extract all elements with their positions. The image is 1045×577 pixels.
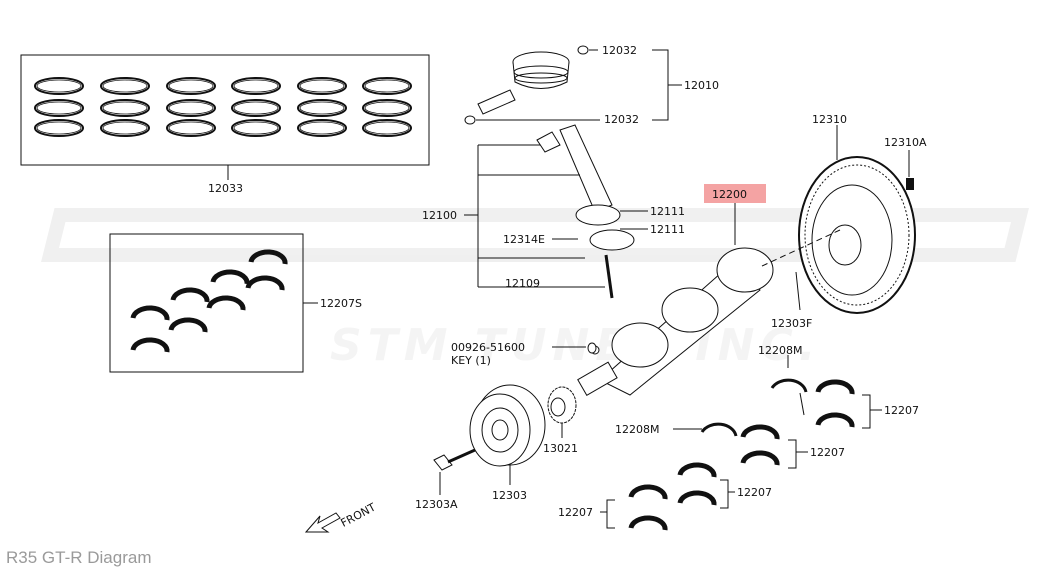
- piston-ring-set: 12033: [20, 54, 430, 195]
- bearing-shell: [130, 305, 170, 321]
- bearing-shell: [210, 269, 250, 285]
- bearing-shell: [130, 337, 170, 353]
- piston-ring: [297, 77, 347, 95]
- crankshaft-callout: 12200: [704, 184, 766, 245]
- label-12207-c: 12207: [737, 486, 772, 499]
- label-12207-b: 12207: [810, 446, 845, 459]
- piston-ring: [100, 119, 150, 137]
- connecting-rod: 12100 12111 12111 12314E 12109: [422, 124, 685, 299]
- piston-ring-inner: [299, 121, 345, 135]
- piston-ring: [362, 77, 412, 95]
- piston-ring-inner: [233, 101, 279, 115]
- piston-ring: [34, 99, 84, 117]
- piston-assembly: 12032 12032 12010: [464, 44, 719, 126]
- label-12109: 12109: [505, 277, 540, 290]
- label-12111-b: 12111: [650, 223, 685, 236]
- label-12111-a: 12111: [650, 205, 685, 218]
- key-callout: 00926-51600 KEY (1): [451, 341, 597, 367]
- piston-ring: [34, 77, 84, 95]
- piston-ring: [34, 119, 84, 137]
- bearing-shell: [677, 490, 717, 506]
- piston-ring: [297, 99, 347, 117]
- label-12207-a: 12207: [884, 404, 919, 417]
- bearing-shell: [168, 317, 208, 333]
- piston-ring-inner: [36, 121, 82, 135]
- piston-ring-inner: [168, 101, 214, 115]
- label-12208m-a: 12208M: [758, 344, 802, 357]
- piston-ring-inner: [168, 79, 214, 93]
- label-12310a: 12310A: [884, 136, 927, 149]
- piston-ring: [297, 119, 347, 137]
- label-12010: 12010: [684, 79, 719, 92]
- label-key: KEY (1): [451, 354, 491, 367]
- main-bearing-set: 12207S: [109, 233, 362, 373]
- label-12032-bottom: 12032: [604, 113, 639, 126]
- bearing-shell: [248, 249, 288, 265]
- front-arrow: FRONT: [304, 501, 379, 533]
- piston-ring-inner: [364, 101, 410, 115]
- piston-ring-inner: [364, 79, 410, 93]
- piston-ring: [362, 119, 412, 137]
- bearing-shell: [815, 379, 855, 395]
- bearing-shell: [206, 295, 246, 311]
- piston-ring-inner: [233, 79, 279, 93]
- label-12207s: 12207S: [320, 297, 362, 310]
- bearing-shell: [628, 515, 668, 531]
- piston-ring: [100, 77, 150, 95]
- label-12314e: 12314E: [503, 233, 545, 246]
- piston-ring-inner: [36, 101, 82, 115]
- label-12303f: 12303F: [771, 317, 812, 330]
- bearing-shell: [815, 412, 855, 428]
- piston-ring: [100, 99, 150, 117]
- label-12208m-b: 12208M: [615, 423, 659, 436]
- piston-ring-inner: [364, 121, 410, 135]
- label-12310: 12310: [812, 113, 847, 126]
- bearing-shell: [170, 287, 210, 303]
- crank-pulley: 12303: [469, 384, 546, 502]
- bearing-shell: [628, 484, 668, 500]
- bearing-shell: [740, 450, 780, 466]
- piston-ring-inner: [102, 121, 148, 135]
- bearing-shell: [677, 462, 717, 478]
- label-12200: 12200: [712, 188, 747, 201]
- label-12207-d: 12207: [558, 506, 593, 519]
- watermark-text: STM TUNED INC.: [330, 320, 821, 371]
- sprocket: 13021: [543, 386, 578, 455]
- label-13021: 13021: [543, 442, 578, 455]
- flywheel: 12310 12310A 12303F: [761, 113, 927, 330]
- label-front: FRONT: [339, 501, 379, 530]
- piston-ring-inner: [168, 121, 214, 135]
- crankshaft: [577, 247, 774, 396]
- piston-ring-inner: [102, 79, 148, 93]
- piston-ring-inner: [299, 79, 345, 93]
- label-12303: 12303: [492, 489, 527, 502]
- label-12032-top: 12032: [602, 44, 637, 57]
- piston-ring-inner: [102, 101, 148, 115]
- piston-ring: [231, 99, 281, 117]
- piston-ring-inner: [233, 121, 279, 135]
- piston-ring: [166, 77, 216, 95]
- diagram-caption: R35 GT-R Diagram: [6, 548, 152, 567]
- watermark: STM TUNED INC.: [41, 208, 1029, 371]
- label-12100: 12100: [422, 209, 457, 222]
- piston-ring: [362, 99, 412, 117]
- piston-ring-inner: [299, 101, 345, 115]
- thrust-bearings: 12208M 12208M 12207 12207 12207 12207: [558, 344, 919, 531]
- piston-ring: [231, 77, 281, 95]
- label-00926-51600: 00926-51600: [451, 341, 525, 354]
- piston-ring: [166, 119, 216, 137]
- bearing-shell: [245, 275, 285, 291]
- bearing-shell: [740, 424, 780, 440]
- piston-ring: [166, 99, 216, 117]
- label-12303a: 12303A: [415, 498, 458, 511]
- pulley-bolt: 12303A: [415, 448, 476, 511]
- piston-ring-inner: [36, 79, 82, 93]
- piston-ring: [231, 119, 281, 137]
- label-12033: 12033: [208, 182, 243, 195]
